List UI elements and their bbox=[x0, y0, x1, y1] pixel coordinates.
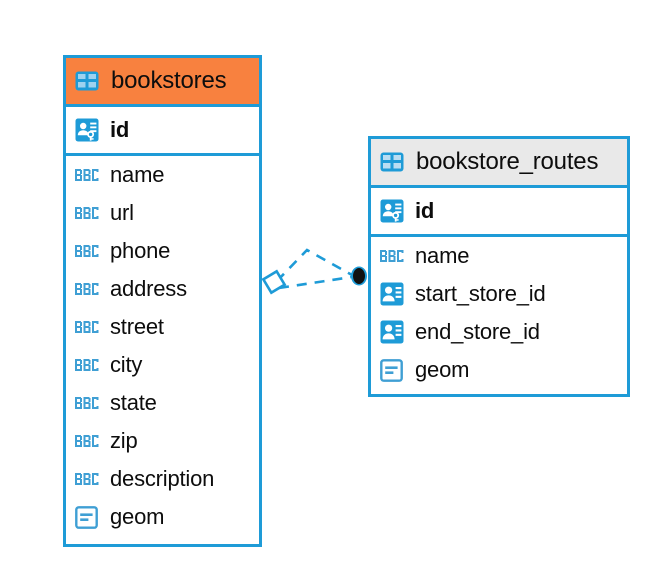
abc-text-icon bbox=[75, 207, 101, 219]
abc-text-icon bbox=[75, 283, 101, 295]
field-label: state bbox=[110, 390, 157, 415]
field-row-start-store-id[interactable]: start_store_id bbox=[371, 275, 627, 313]
primary-key-group: id bbox=[66, 107, 259, 156]
entity-header-bookstore-routes[interactable]: bookstore_routes bbox=[371, 139, 627, 188]
foreign-key-icon bbox=[380, 320, 406, 344]
field-label: end_store_id bbox=[415, 319, 540, 344]
field-row-city[interactable]: city bbox=[66, 346, 259, 384]
field-label: geom bbox=[415, 357, 470, 382]
field-row-zip[interactable]: zip bbox=[66, 422, 259, 460]
entity-title: bookstore_routes bbox=[416, 148, 599, 175]
abc-text-icon bbox=[380, 250, 406, 262]
abc-text-icon bbox=[75, 473, 101, 485]
field-label: address bbox=[110, 276, 187, 301]
field-label: phone bbox=[110, 238, 171, 263]
diamond-marker bbox=[261, 269, 287, 295]
abc-text-icon bbox=[75, 245, 101, 257]
primary-key-group: id bbox=[371, 188, 627, 237]
entity-title: bookstores bbox=[111, 67, 227, 94]
entity-bookstores[interactable]: bookstores id bbox=[63, 55, 262, 547]
abc-text-icon bbox=[75, 435, 101, 447]
geometry-icon bbox=[380, 358, 406, 382]
abc-text-icon bbox=[75, 169, 101, 181]
field-label: id bbox=[415, 198, 435, 223]
field-label: start_store_id bbox=[415, 281, 546, 306]
abc-text-icon bbox=[75, 359, 101, 371]
field-row-id[interactable]: id bbox=[66, 107, 259, 153]
filled-circle-marker bbox=[351, 266, 367, 286]
field-label: url bbox=[110, 200, 134, 225]
field-row-description[interactable]: description bbox=[66, 460, 259, 498]
geometry-icon bbox=[75, 505, 101, 529]
field-label: id bbox=[110, 117, 130, 142]
field-label: name bbox=[415, 243, 470, 268]
field-label: name bbox=[110, 162, 165, 187]
field-label: geom bbox=[110, 504, 165, 529]
field-label: city bbox=[110, 352, 143, 377]
field-label: description bbox=[110, 466, 215, 491]
relationship-line-lower bbox=[278, 275, 353, 290]
field-row-name[interactable]: name bbox=[371, 237, 627, 275]
entity-header-bookstores[interactable]: bookstores bbox=[66, 58, 259, 107]
field-list-bookstore-routes: name start_store_id bbox=[371, 237, 627, 389]
field-row-url[interactable]: url bbox=[66, 194, 259, 232]
table-icon bbox=[380, 152, 406, 172]
field-row-geom[interactable]: geom bbox=[66, 498, 259, 536]
field-list-bookstores: name bbox=[66, 156, 259, 536]
field-row-street[interactable]: street bbox=[66, 308, 259, 346]
foreign-key-icon bbox=[380, 282, 406, 306]
field-row-state[interactable]: state bbox=[66, 384, 259, 422]
abc-text-icon bbox=[75, 397, 101, 409]
field-row-geom[interactable]: geom bbox=[371, 351, 627, 389]
relationship-line-upper bbox=[276, 248, 353, 282]
field-row-address[interactable]: address bbox=[66, 270, 259, 308]
table-icon bbox=[75, 71, 101, 91]
field-row-id[interactable]: id bbox=[371, 188, 627, 234]
field-row-name[interactable]: name bbox=[66, 156, 259, 194]
entity-bookstore-routes[interactable]: bookstore_routes bbox=[368, 136, 630, 397]
field-label: street bbox=[110, 314, 164, 339]
field-label: zip bbox=[110, 428, 138, 453]
field-row-phone[interactable]: phone bbox=[66, 232, 259, 270]
abc-text-icon bbox=[75, 321, 101, 333]
primary-key-icon bbox=[380, 199, 406, 223]
primary-key-icon bbox=[75, 118, 101, 142]
field-row-end-store-id[interactable]: end_store_id bbox=[371, 313, 627, 351]
